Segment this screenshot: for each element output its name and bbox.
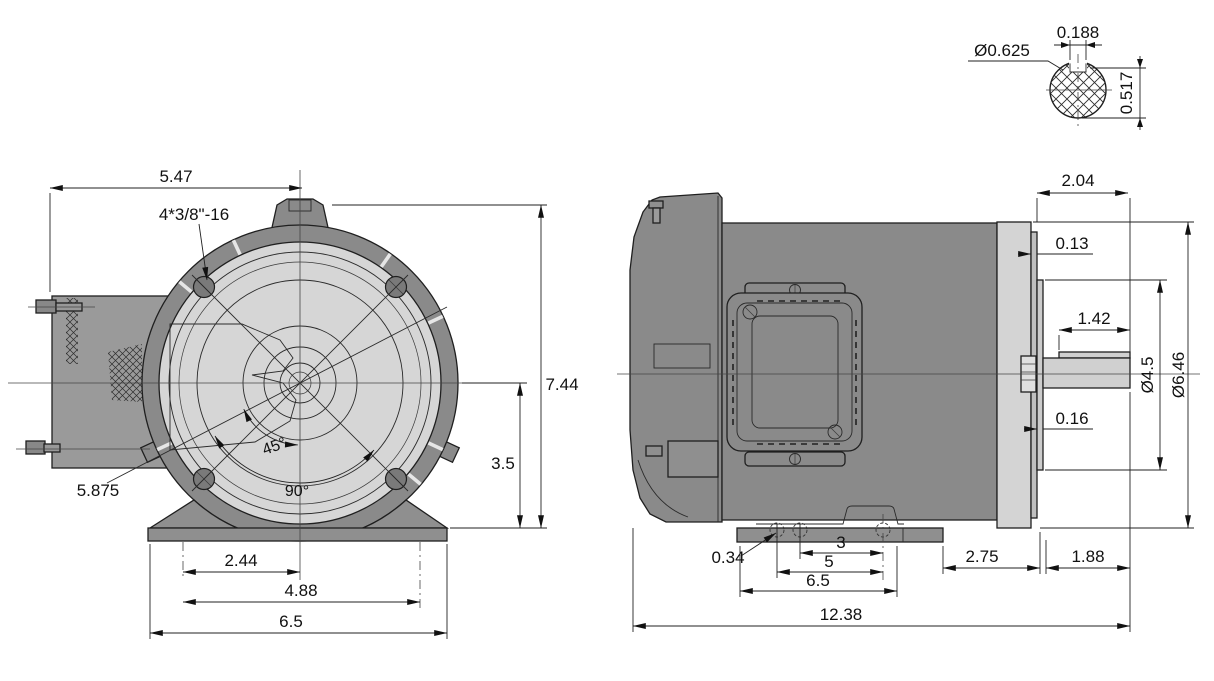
conduit-box-hatch: [66, 298, 78, 364]
dim-side-end-bell-depth: 2.04: [1061, 171, 1094, 190]
cover-screw-2: [827, 424, 843, 440]
base-plate-side: [736, 527, 944, 543]
dim-side-boss-depth: 0.16: [1055, 409, 1088, 428]
dim-side-foot-hole: 0.34: [711, 548, 744, 567]
bracket-hatch-wedge: [108, 344, 142, 402]
side-view: 2.04 0.13 1.42 Ø4.5 Ø6.46 0.16 0.34: [617, 171, 1200, 632]
leader-shaft-diameter: [968, 60, 1064, 71]
dim-side-hole-pitch-5: 5: [824, 552, 833, 571]
shaft-key: [1058, 351, 1131, 359]
dim-front-foot-hole-to-center: 2.44: [224, 551, 257, 570]
front-view: 5.47 4*3/8"-16 7.44 3.5 5.875 45° 90° 2.…: [8, 167, 579, 639]
bolt-circle-line: [106, 306, 448, 484]
dim-front-mount-holes: 4*3/8"-16: [159, 205, 229, 224]
dim-side-face-diameter: Ø6.46: [1169, 352, 1188, 398]
dim-front-shaft-center-height: 3.5: [491, 454, 515, 473]
box-top-bolt-head: [35, 299, 57, 314]
side-dimensions: 2.04 0.13 1.42 Ø4.5 Ø6.46 0.16 0.34: [632, 171, 1194, 632]
label-angle-90: 90°: [285, 483, 309, 500]
dim-detail-keyway-depth: 0.517: [1117, 72, 1136, 115]
dim-side-foot-length: 6.5: [806, 571, 830, 590]
angle-90-arc: [214, 435, 375, 484]
dim-side-foot-to-face: 2.75: [965, 547, 998, 566]
base-plate-front: [147, 527, 448, 542]
dim-front-bolt-circle: 5.875: [77, 481, 120, 500]
junction-cover: [726, 282, 863, 467]
ring-ribs: [156, 239, 444, 486]
keyway: [1069, 63, 1087, 73]
dim-side-boss-diameter: Ø4.5: [1138, 357, 1157, 394]
dim-side-face-lip: 0.13: [1055, 234, 1088, 253]
fan-cover-curve: [637, 459, 689, 518]
box-bottom-bolt-shank: [43, 443, 61, 453]
dim-side-shaft-length: 1.88: [1071, 547, 1104, 566]
dim-front-overall-height: 7.44: [545, 375, 578, 394]
dim-side-overall-length: 12.38: [820, 605, 863, 624]
dim-detail-shaft-diameter: Ø0.625: [974, 41, 1030, 60]
capacitor-box: [667, 440, 719, 478]
dim-side-key-length: 1.42: [1077, 309, 1110, 328]
cover-top-bolt-head: [648, 200, 664, 209]
keyway-erase: [1069, 57, 1087, 72]
shaft-detail: Ø0.625 0.188 0.517: [968, 23, 1146, 130]
dim-front-base-width: 6.5: [279, 612, 303, 631]
front-dimensions: 5.47 4*3/8"-16 7.44 3.5 5.875 45° 90° 2.…: [49, 167, 579, 639]
dim-front-width-to-center: 5.47: [159, 167, 192, 186]
shaft: [1042, 357, 1131, 389]
dim-side-hole-pitch-3: 3: [836, 533, 845, 552]
foot-bracket: [756, 505, 904, 525]
box-bottom-bolt-head: [25, 440, 46, 455]
dim-detail-keyway-width: 0.188: [1057, 23, 1100, 42]
capacitor-box-bolt: [645, 445, 663, 457]
cover-top-bolt-shank: [652, 207, 661, 224]
nameplate: [653, 343, 711, 369]
dim-front-foot-hole-span: 4.88: [284, 581, 317, 600]
bearing-boss: [1036, 279, 1044, 471]
cover-screw-1: [742, 304, 758, 320]
